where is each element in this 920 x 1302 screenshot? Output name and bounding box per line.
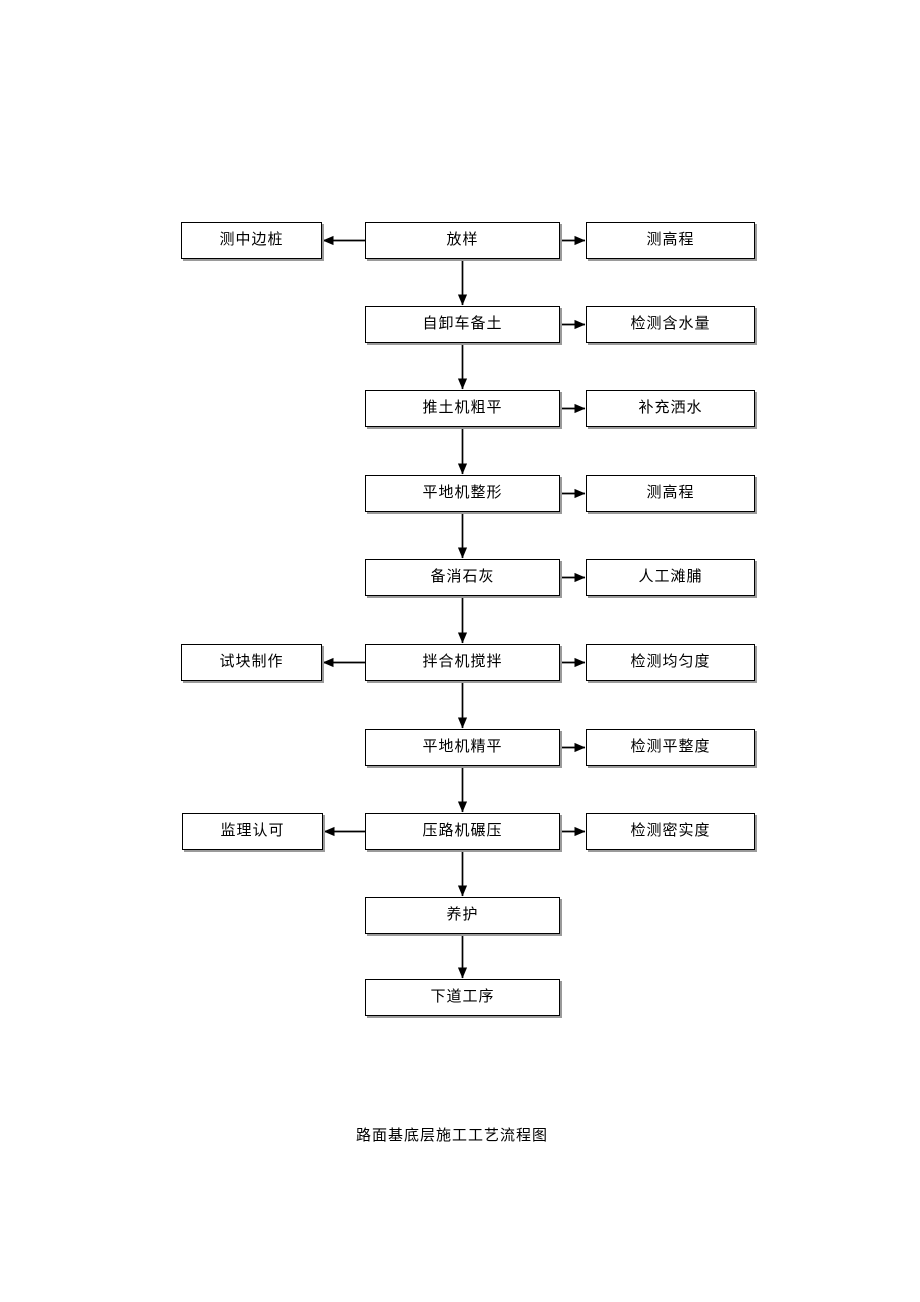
figure-caption: 路面基底层施工工艺流程图 (356, 1128, 549, 1144)
flow-node-n6: 推土机粗平 (365, 390, 560, 427)
flow-node-label: 养护 (446, 907, 479, 923)
flow-node-label: 试块制作 (219, 654, 284, 670)
flow-node-label: 备消石灰 (430, 569, 495, 585)
flow-node-n5: 检测含水量 (586, 306, 755, 343)
flow-node-n9: 测高程 (586, 475, 755, 512)
flow-node-n19: 检测密实度 (586, 813, 755, 850)
flow-node-label: 检测密实度 (630, 823, 711, 839)
flow-node-n14: 检测均匀度 (586, 644, 755, 681)
flow-node-label: 平地机精平 (422, 739, 503, 755)
flow-node-label: 推土机粗平 (422, 400, 503, 416)
flow-node-n1: 测中边桩 (181, 222, 322, 259)
flow-node-label: 测高程 (646, 485, 695, 501)
flow-node-n11: 人工滩脯 (586, 559, 755, 596)
flow-node-label: 监理认可 (220, 823, 285, 839)
flow-node-label: 人工滩脯 (638, 569, 703, 585)
flow-node-n16: 检测平整度 (586, 729, 755, 766)
flow-node-n15: 平地机精平 (365, 729, 560, 766)
flow-node-label: 检测均匀度 (630, 654, 711, 670)
flow-node-label: 测中边桩 (219, 232, 284, 248)
flow-node-label: 补充洒水 (638, 400, 703, 416)
flow-node-label: 自卸车备土 (422, 316, 503, 332)
flow-node-n18: 压路机碾压 (365, 813, 560, 850)
flow-node-n17: 监理认可 (182, 813, 323, 850)
flow-node-n3: 测高程 (586, 222, 755, 259)
flow-node-label: 压路机碾压 (422, 823, 503, 839)
flow-node-n2: 放样 (365, 222, 560, 259)
flow-node-n20: 养护 (365, 897, 560, 934)
flow-node-n8: 平地机整形 (365, 475, 560, 512)
flow-node-label: 放样 (446, 232, 479, 248)
flow-node-label: 检测平整度 (630, 739, 711, 755)
flow-node-label: 检测含水量 (630, 316, 711, 332)
flow-node-label: 平地机整形 (422, 485, 503, 501)
flow-node-n4: 自卸车备土 (365, 306, 560, 343)
flow-node-label: 下道工序 (430, 989, 495, 1005)
flow-node-n7: 补充洒水 (586, 390, 755, 427)
flow-node-n12: 试块制作 (181, 644, 322, 681)
flow-node-n21: 下道工序 (365, 979, 560, 1016)
flow-node-label: 拌合机搅拌 (422, 654, 503, 670)
flow-node-n10: 备消石灰 (365, 559, 560, 596)
flow-node-n13: 拌合机搅拌 (365, 644, 560, 681)
flow-node-label: 测高程 (646, 232, 695, 248)
